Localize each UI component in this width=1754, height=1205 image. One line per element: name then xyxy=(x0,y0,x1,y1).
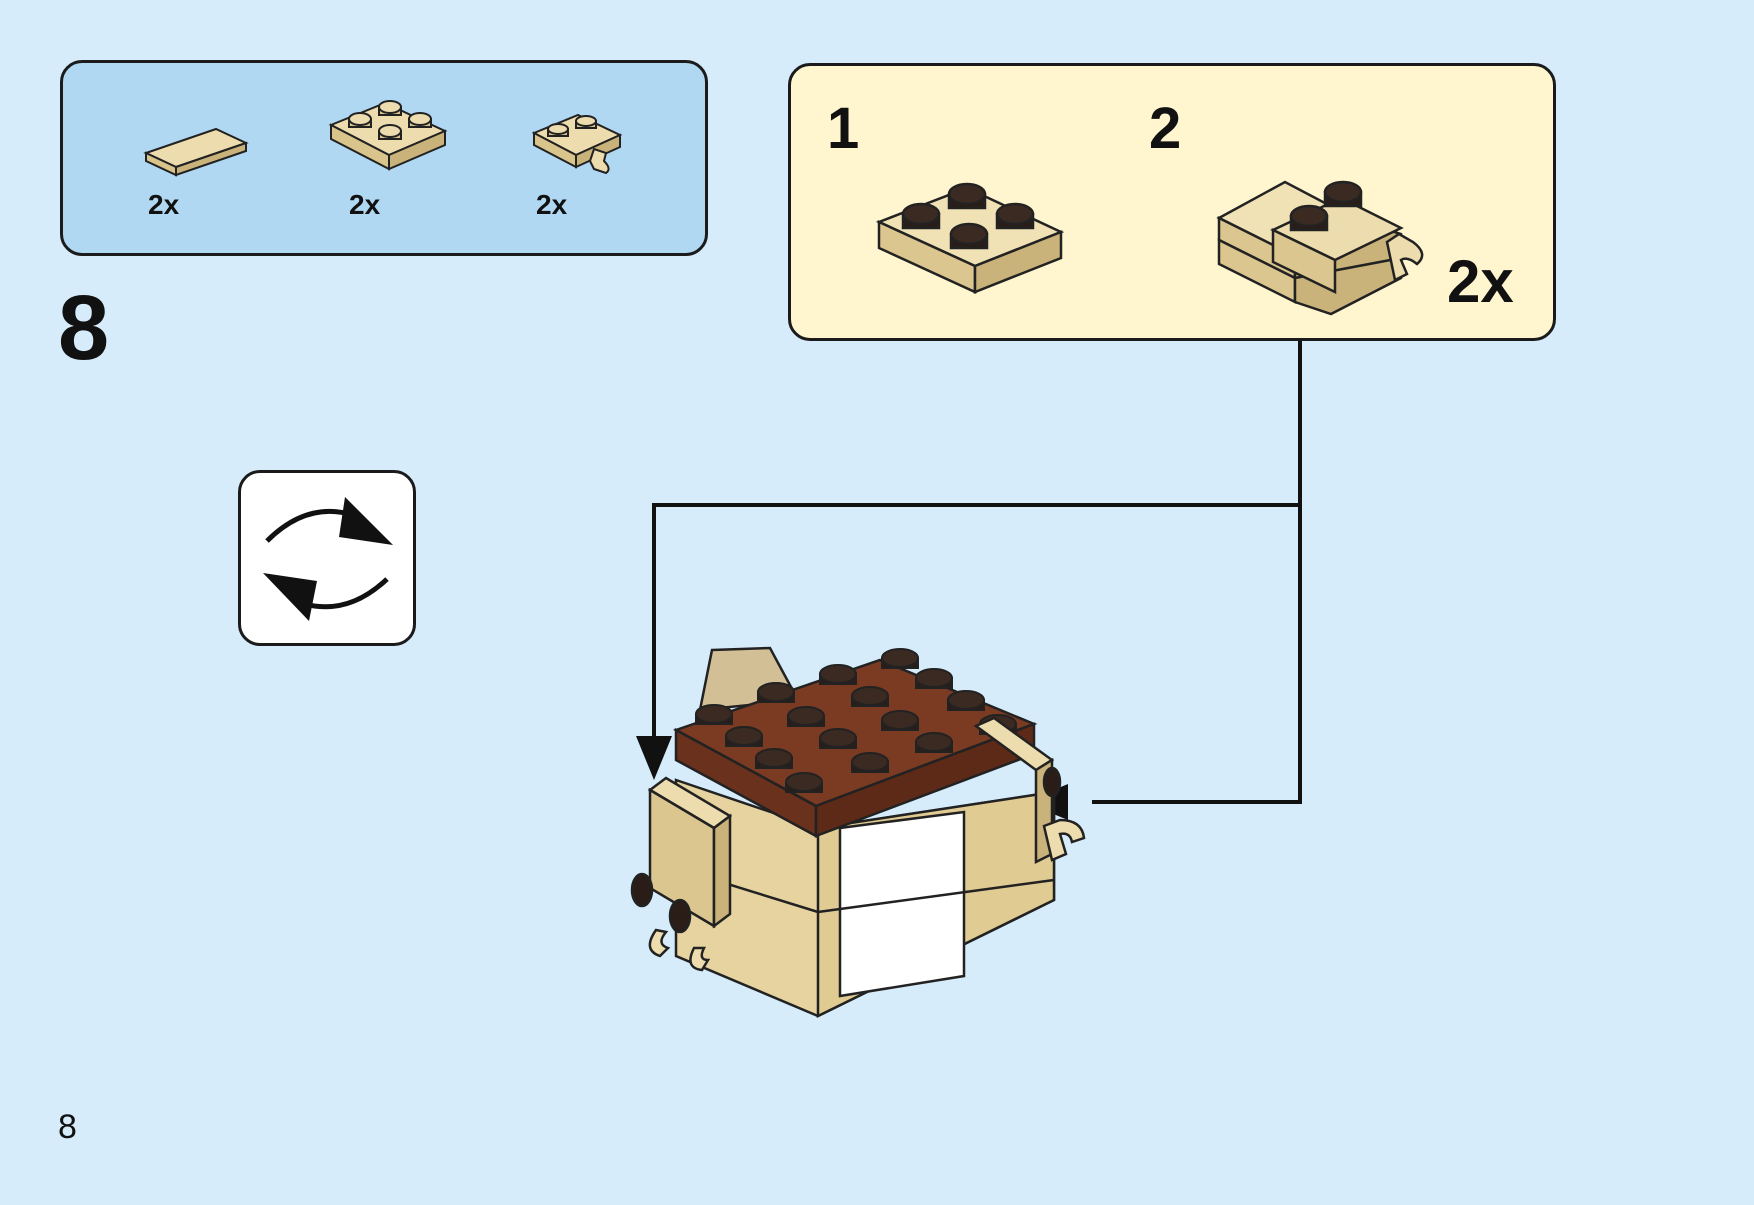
tile-1x2-icon xyxy=(143,127,249,177)
sub-step-number: 1 xyxy=(827,96,860,161)
plate-clip-assembly-icon xyxy=(1216,180,1424,316)
part-plate-1x2-clip: 2x xyxy=(528,103,668,253)
part-quantity: 2x xyxy=(148,189,180,220)
plate-2x2-icon xyxy=(328,100,448,171)
step-number: 8 xyxy=(58,277,110,379)
part-tile-1x2: 2x xyxy=(138,103,278,253)
rotate-hint xyxy=(238,470,416,646)
sub-assembly-quantity: 2x xyxy=(1447,248,1514,315)
part-quantity: 2x xyxy=(536,189,568,220)
part-quantity: 2x xyxy=(349,189,381,220)
part-plate-2x2: 2x xyxy=(325,91,465,241)
rotate-arrows-icon xyxy=(263,497,393,621)
plate-2x2-icon xyxy=(875,182,1065,294)
sub-assembly-callout: 1 2 2x xyxy=(788,63,1556,341)
parts-list-box: 2x 2x 2x xyxy=(60,60,708,256)
main-model-icon xyxy=(630,646,1086,1019)
arrow-down-left-icon xyxy=(636,736,672,780)
page-number: 8 xyxy=(58,1108,77,1146)
plate-clip-icon xyxy=(531,113,623,175)
sub-step-number: 2 xyxy=(1149,96,1182,161)
